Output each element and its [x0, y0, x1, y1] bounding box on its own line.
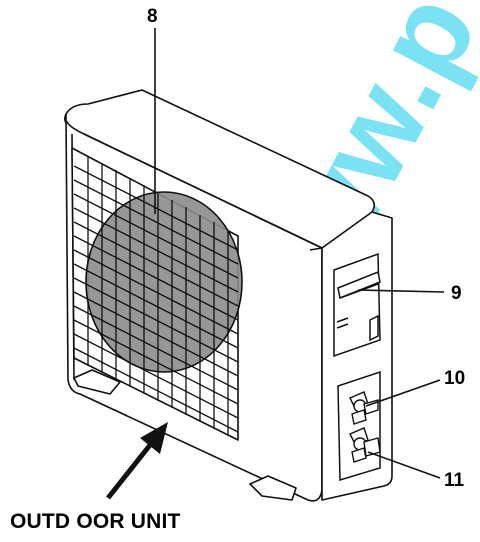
callout-9: 9 — [451, 283, 462, 304]
leader-lines — [154, 28, 445, 479]
callout-8: 8 — [147, 6, 158, 27]
side-panel — [333, 252, 381, 358]
valve-lower — [349, 427, 381, 463]
leader-11 — [367, 451, 441, 479]
leader-10 — [365, 379, 441, 407]
handle — [337, 270, 381, 300]
leader-9 — [357, 289, 445, 293]
figure-caption: OUTD OOR UNIT — [10, 510, 181, 533]
callout-10: 10 — [444, 368, 466, 389]
valve-cover — [337, 370, 381, 482]
foot-right — [249, 475, 297, 501]
airflow-arrow — [106, 422, 168, 500]
foot-left — [73, 369, 121, 395]
callout-11: 11 — [444, 470, 465, 491]
